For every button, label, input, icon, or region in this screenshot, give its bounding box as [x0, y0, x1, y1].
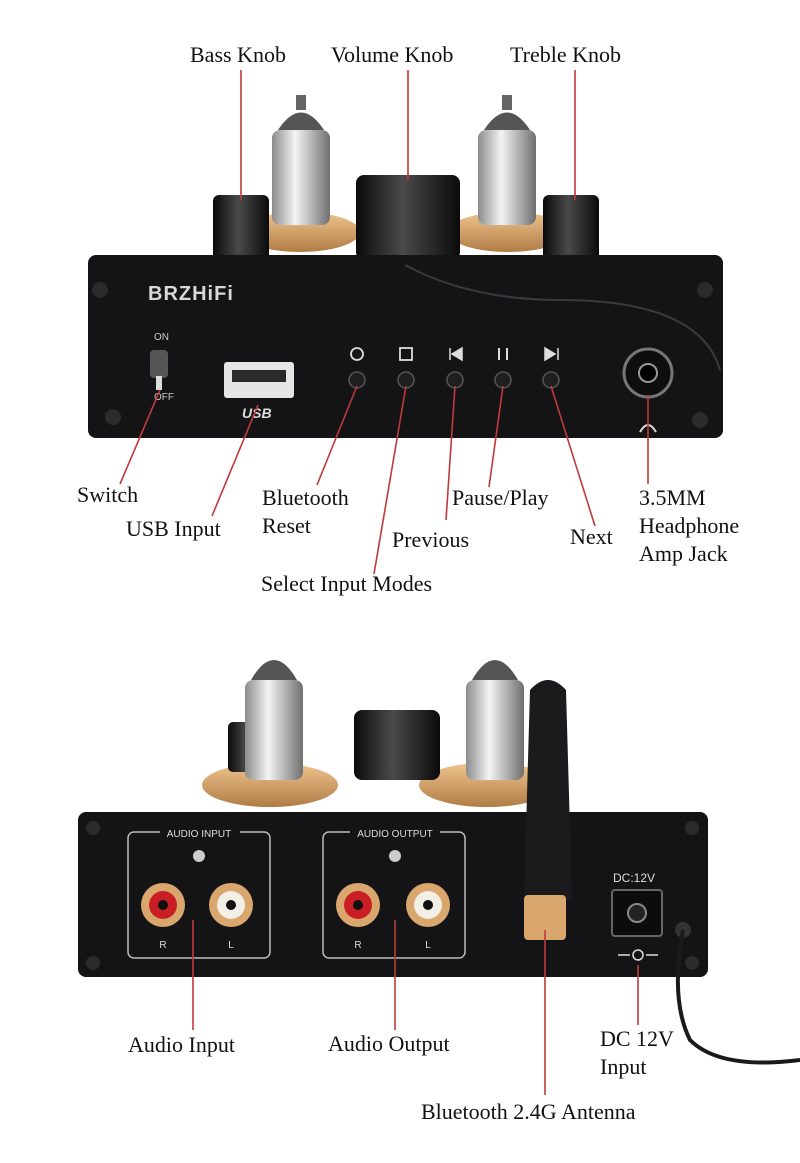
- svg-text:L: L: [228, 940, 234, 951]
- label-usb-input: USB Input: [126, 516, 221, 541]
- label-volume-knob: Volume Knob: [331, 42, 454, 67]
- dc-panel-text: DC:12V: [613, 871, 655, 885]
- front-leader-lines: [119, 70, 649, 575]
- label-bluetooth-antenna: Bluetooth 2.4G Antenna: [421, 1099, 636, 1124]
- front-view: BRZHiFi ON OFF USB: [88, 95, 723, 438]
- power-cable: [675, 929, 800, 1065]
- label-previous: Previous: [392, 527, 469, 552]
- label-headphone-jack-2: Headphone: [639, 513, 740, 538]
- label-dc-input-1: DC 12V: [600, 1026, 674, 1051]
- brand-logo: BRZHiFi: [148, 283, 234, 305]
- next-icon: [544, 346, 559, 362]
- label-treble-knob: Treble Knob: [510, 42, 622, 67]
- vacuum-tube-back-left: [245, 660, 303, 780]
- label-dc-input-2: Input: [600, 1054, 647, 1079]
- label-bluetooth-reset-1: Bluetooth: [262, 485, 349, 510]
- previous-icon: [449, 346, 463, 362]
- label-next: Next: [570, 524, 613, 549]
- label-select-input-modes: Select Input Modes: [261, 571, 433, 596]
- back-leader-lines: [192, 920, 639, 1095]
- vacuum-tube-right: [478, 95, 536, 225]
- volume-knob: [356, 175, 460, 260]
- vacuum-tube-back-right: [466, 660, 524, 780]
- bluetooth-reset-icon: [350, 347, 364, 361]
- bluetooth-antenna: [524, 680, 572, 940]
- label-bluetooth-reset-2: Reset: [262, 513, 311, 538]
- label-audio-input: Audio Input: [128, 1032, 235, 1057]
- tube-base-left: [240, 212, 360, 252]
- label-headphone-jack-1: 3.5MM: [639, 485, 706, 510]
- audio-output-panel-text: AUDIO OUTPUT: [357, 829, 433, 840]
- vacuum-tube-left: [272, 95, 330, 225]
- select-mode-icon: [399, 347, 413, 361]
- label-bass-knob: Bass Knob: [190, 42, 286, 67]
- usb-logo-text: USB: [242, 405, 272, 421]
- toggle-switch: [150, 350, 168, 378]
- label-pause-play: Pause/Play: [452, 485, 549, 510]
- tube-base-right: [448, 212, 568, 252]
- switch-off-text: OFF: [154, 392, 174, 403]
- bass-knob: [213, 195, 269, 260]
- svg-text:L: L: [425, 940, 431, 951]
- svg-text:R: R: [159, 940, 166, 951]
- label-headphone-jack-3: Amp Jack: [639, 541, 728, 566]
- treble-knob: [543, 195, 599, 260]
- svg-text:R: R: [354, 940, 361, 951]
- pause-icon: [498, 348, 508, 360]
- front-buttons: [348, 371, 560, 389]
- audio-input-panel-text: AUDIO INPUT: [167, 829, 231, 840]
- label-audio-output: Audio Output: [328, 1031, 450, 1056]
- back-view: AUDIO INPUT R L AUDIO OUTPUT R L DC:12V: [78, 660, 800, 1065]
- label-switch: Switch: [77, 482, 139, 507]
- switch-on-text: ON: [154, 332, 169, 343]
